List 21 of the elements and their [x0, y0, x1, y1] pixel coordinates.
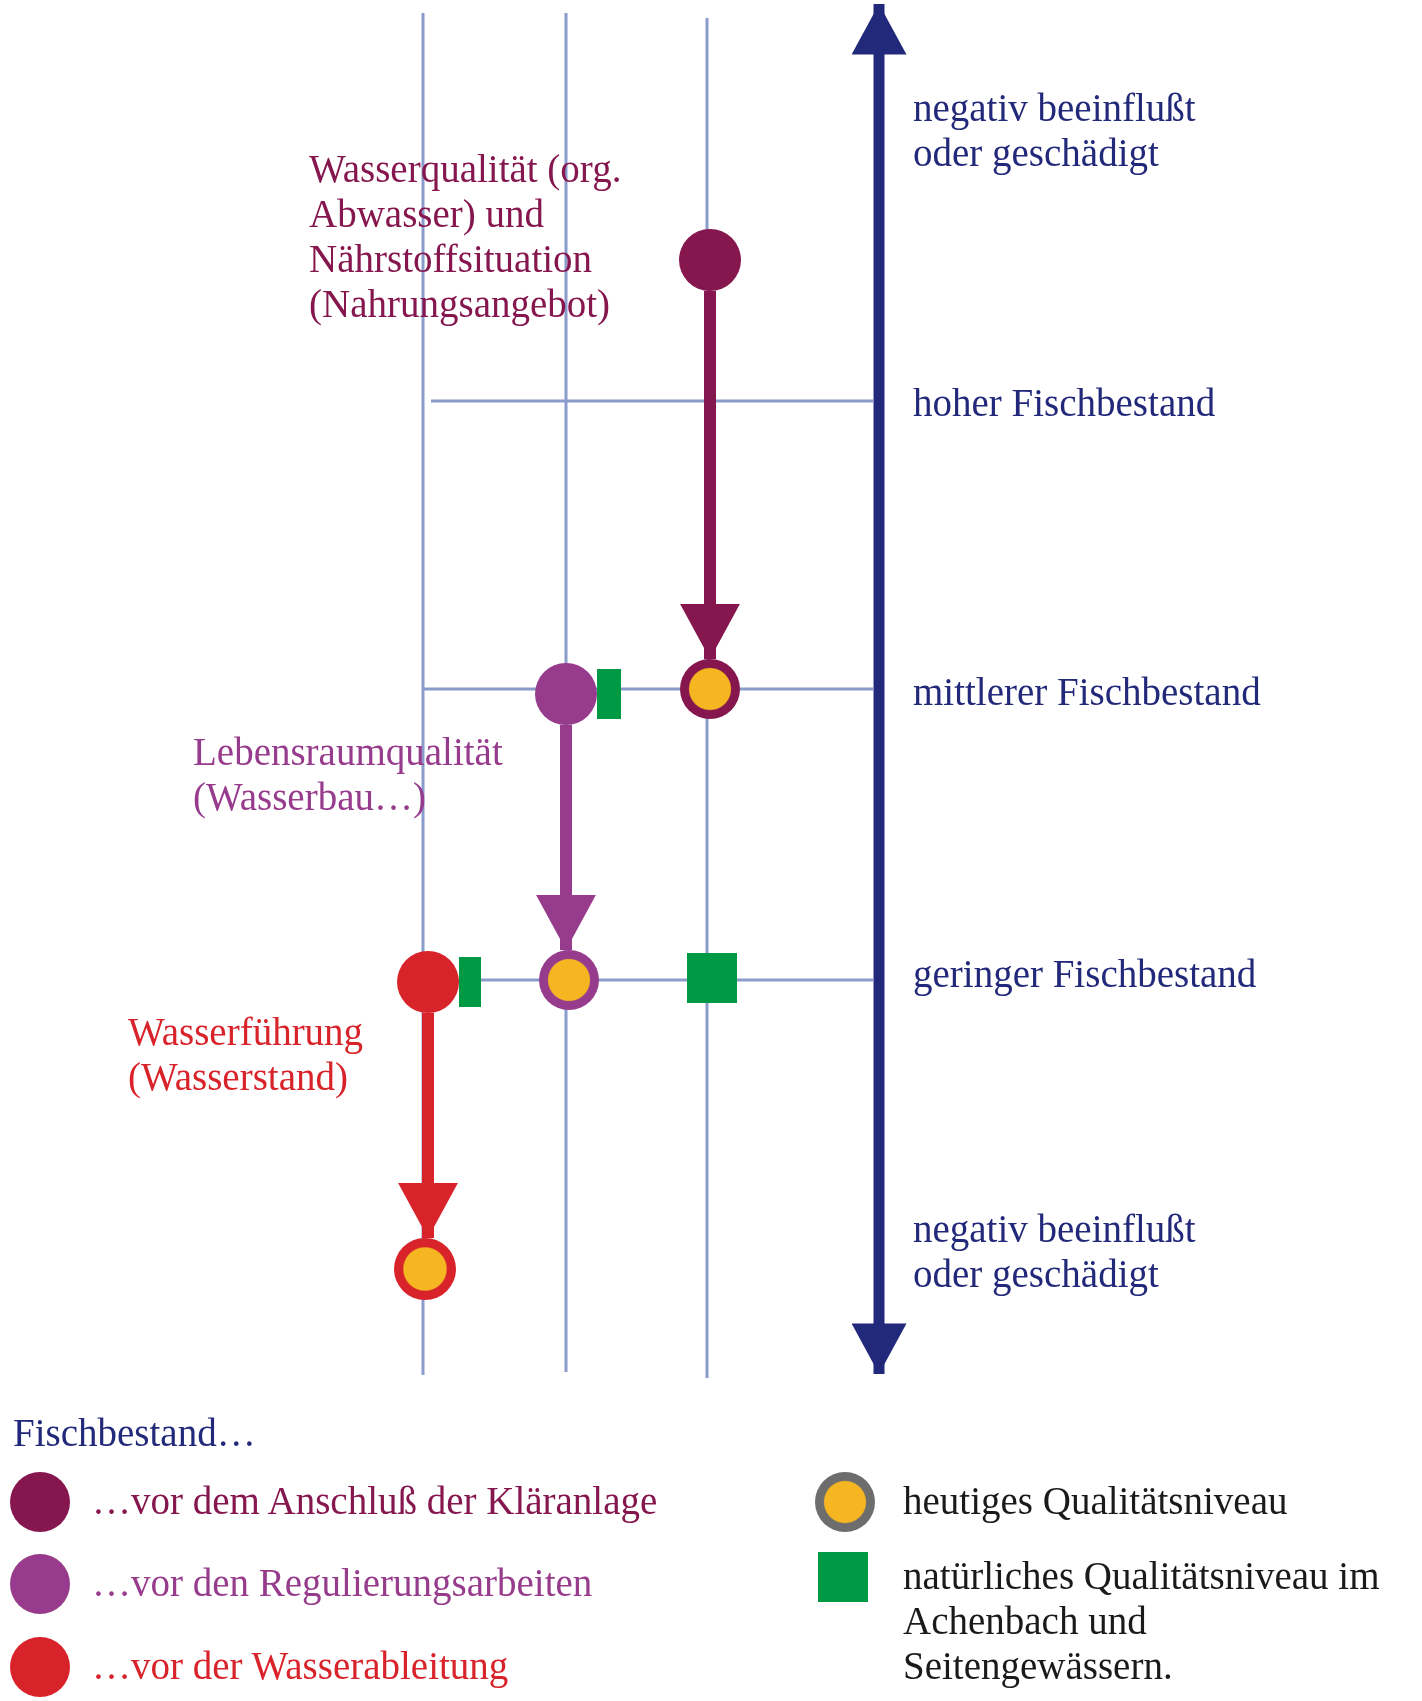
legend-text: natürliches Qualitätsniveau im Achenbach und Seitengewässern.: [903, 1553, 1381, 1688]
level-label: geringer Fischbestand: [913, 951, 1258, 996]
legend-text: …vor den Regulierungsarbeiten: [92, 1560, 594, 1605]
square-marker: [459, 957, 481, 1007]
axis-label: negativ beeinflußt oder geschädigt: [913, 1206, 1197, 1296]
level-label: mittlerer Fischbestand: [913, 669, 1262, 714]
ring-marker: [539, 950, 599, 1010]
legend-text: heutiges Qualitätsniveau: [903, 1478, 1289, 1523]
level-label: hoher Fischbestand: [913, 380, 1217, 425]
square-marker: [687, 953, 737, 1003]
axis-label: negativ beeinflußt oder geschädigt: [913, 85, 1197, 175]
ring-marker: [680, 659, 740, 719]
legend-text: …vor dem Anschluß der Kläranlage: [92, 1478, 659, 1523]
legend-text: …vor der Wasserableitung: [92, 1643, 510, 1688]
arrow: [398, 1013, 458, 1238]
square-marker: [597, 669, 621, 719]
factor-label: Wasserführung (Wasserstand): [128, 1009, 365, 1099]
arrow: [680, 291, 740, 659]
factor-label: Wasserqualität (org. Abwasser) und Nährstoffsituation (Nahrungsangebot): [309, 146, 623, 326]
legend-title: Fischbestand…: [13, 1410, 257, 1455]
arrow: [536, 725, 596, 950]
